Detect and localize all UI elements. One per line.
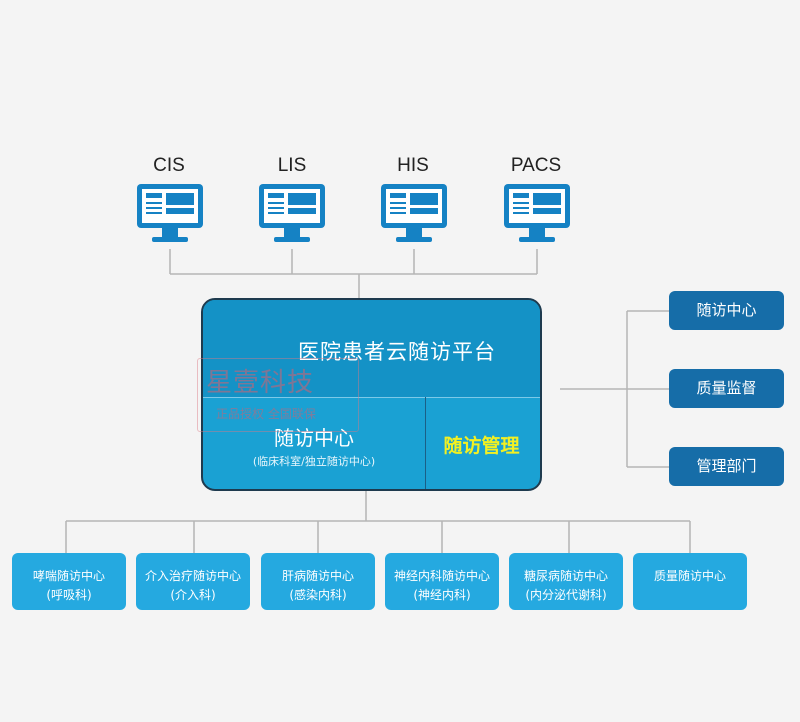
center-department: (内分泌代谢科) [525,588,607,602]
system-label-his: HIS [397,155,429,176]
monitor-icon [137,184,203,242]
watermark-subtext: 正品授权 全国联保 [216,407,316,421]
platform-title: 医院患者云随访平台 [298,340,496,364]
center-box-asthma: 哮喘随访中心 (呼吸科) [12,553,126,610]
follow-up-center-subtitle: (临床科室/独立随访中心) [252,455,376,468]
center-name: 哮喘随访中心 [32,569,105,583]
center-name: 介入治疗随访中心 [144,569,241,583]
monitor-icon [259,184,325,242]
platform-divider-vertical [425,397,426,489]
watermark-stamp: 星壹科技 正品授权 全国联保 [197,358,359,432]
center-box-interventional: 介入治疗随访中心 (介入科) [136,553,250,610]
center-name: 神经内科随访中心 [393,569,490,583]
follow-up-center-title: 随访中心 [274,426,354,450]
center-box-neurology: 神经内科随访中心 (神经内科) [385,553,499,610]
center-name: 质量随访中心 [653,569,726,583]
system-label-pacs: PACS [510,155,562,176]
monitor-icon [504,184,570,242]
center-name: 肝病随访中心 [281,569,354,583]
watermark-text: 星壹科技 [206,368,315,398]
center-box-liver: 肝病随访中心 (感染内科) [261,553,375,610]
monitor-icon [381,184,447,242]
follow-up-management-title: 随访管理 [443,435,520,457]
center-box-quality: 质量随访中心 [633,553,747,610]
center-department: (介入科) [170,588,216,602]
center-department: (呼吸科) [46,588,92,602]
management-item-follow-up-center: 随访中心 [669,291,784,330]
center-department: (神经内科) [413,588,471,602]
center-box-diabetes: 糖尿病随访中心 (内分泌代谢科) [509,553,623,610]
system-label-cis: CIS [153,155,185,176]
center-name: 糖尿病随访中心 [523,569,608,583]
platform-divider [203,397,540,398]
platform-header [203,300,540,397]
center-department: (感染内科) [289,588,347,602]
management-item-quality-supervision: 质量监督 [669,369,784,408]
management-item-management-dept: 管理部门 [669,447,784,486]
platform-box: 医院患者云随访平台 随访中心 (临床科室/独立随访中心) 随访管理 [201,298,542,491]
system-label-lis: LIS [277,155,307,176]
